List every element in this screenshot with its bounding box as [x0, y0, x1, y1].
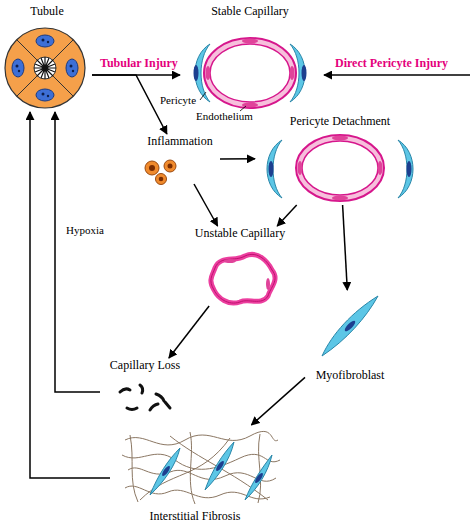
fibrosis-illustration: [245, 455, 272, 500]
stable-capillary-illustration: [302, 65, 307, 81]
inflammatory-cells: [164, 160, 176, 172]
capillary-node: Pericyte Detachment: [255, 112, 425, 205]
node-label: Stable Capillary: [180, 4, 320, 18]
unstable-capillary-illustration: [211, 254, 275, 303]
tubule-illustration: [66, 59, 78, 77]
fibrosis-illustration: [205, 442, 234, 490]
unstable-capillary-illustration: [211, 254, 275, 303]
fibrosis-node: Interstitial Fibrosis: [110, 425, 280, 525]
unstable-capillary-illustration: [211, 254, 275, 303]
fibrosis-illustration: [215, 460, 225, 472]
capillary-node: Unstable Capillary: [190, 226, 290, 306]
flow-arrow: [343, 205, 348, 290]
pericyte-detachment-illustration: [298, 161, 303, 175]
flow-arrow: [194, 184, 218, 226]
pericyte-detachment-illustration: [296, 135, 384, 201]
node-label: Pericyte Detachment: [255, 114, 425, 128]
stable-capillary-illustration: [290, 66, 295, 80]
myofibroblast-illustration: [322, 296, 378, 356]
capillary-loss-node: Capillary Loss: [100, 358, 190, 420]
fibrosis-illustration: [122, 431, 280, 504]
tubule-illustration: [42, 39, 45, 42]
tubule-illustration: [70, 65, 73, 68]
capillary-fragments: [120, 385, 170, 410]
node-label: Unstable Capillary: [190, 226, 290, 240]
pericyte-detachment-illustration: [269, 161, 274, 177]
inflammatory-cells: [159, 177, 164, 182]
flow-arrow: [277, 205, 297, 226]
tubule-illustration: [5, 28, 85, 108]
inflammatory-cells: [145, 160, 176, 185]
inflammation-node: Inflammation: [140, 134, 220, 184]
tubule-illustration: [5, 28, 85, 108]
inflammatory-cells: [156, 174, 167, 185]
stable-capillary-illustration: [194, 38, 307, 108]
tubule-illustration: [47, 41, 49, 43]
fibrosis-illustration: [122, 431, 280, 504]
pericyte-detachment-illustration: [407, 161, 412, 177]
tubule-illustration: [12, 59, 24, 77]
tubule-illustration: [34, 57, 56, 79]
pericyte-detachment-illustration: [302, 141, 378, 195]
leader-line: [200, 92, 246, 111]
unstable-capillary-illustration: [266, 278, 270, 290]
stable-capillary-illustration: [210, 44, 290, 102]
tubule-illustration: [42, 93, 45, 96]
capillary-node: Stable Capillary: [180, 2, 320, 122]
stable-capillary-illustration: [242, 39, 258, 44]
myofibroblast-node: Myofibroblast: [305, 290, 395, 385]
flow-arrow: [169, 306, 209, 358]
fibrosis-illustration: [161, 465, 171, 477]
node-label: Tubule: [2, 4, 92, 18]
flow-arrow: [55, 112, 100, 392]
inflammatory-cells: [149, 165, 155, 171]
fibrosis-illustration: [150, 448, 180, 495]
pericyte-detachment-illustration: [332, 136, 348, 141]
inflammatory-cells: [145, 161, 159, 175]
tubule-illustration: [17, 40, 73, 96]
capillary-fragments: [120, 385, 170, 410]
unstable-capillary-illustration: [224, 259, 236, 263]
process-label: Hypoxia: [66, 224, 104, 237]
myofibroblast-illustration: [322, 296, 378, 356]
tubule-illustration: [34, 57, 56, 79]
fibrosis-illustration: [254, 472, 264, 484]
flow-arrow: [251, 377, 305, 425]
injury-arrow: [324, 74, 470, 76]
tubule-illustration: [18, 70, 20, 72]
myofibroblast-illustration: [343, 319, 356, 332]
pericyte-detachment-illustration: [398, 140, 413, 198]
part-label: Endothelium: [196, 110, 253, 123]
node-label: Inflammation: [140, 134, 220, 148]
tubule-illustration: [47, 95, 49, 97]
tubule-node: Tubule: [2, 2, 92, 112]
leader-line: [200, 92, 206, 100]
tubule-illustration: [36, 89, 54, 101]
pericyte-detachment-illustration: [332, 196, 348, 201]
edge-label: Tubular Injury: [100, 56, 178, 70]
flow-arrow: [30, 112, 110, 478]
pericyte-detachment-illustration: [267, 140, 282, 198]
node-label: Myofibroblast: [305, 368, 395, 382]
part-label: Pericyte: [160, 94, 196, 107]
stable-capillary-illustration: [206, 66, 211, 80]
flow-arrow: [92, 75, 167, 134]
node-label: Interstitial Fibrosis: [110, 509, 280, 523]
tubule-illustration: [72, 70, 74, 72]
tubule-illustration: [16, 65, 19, 68]
stable-capillary-illustration: [242, 103, 258, 108]
stable-capillary-illustration: [194, 65, 199, 81]
stable-capillary-illustration: [204, 38, 296, 108]
injury-label: Direct Pericyte Injury: [335, 56, 448, 70]
injury-arrow: [324, 75, 470, 76]
pericyte-detachment-illustration: [267, 135, 413, 201]
node-label: Capillary Loss: [100, 358, 190, 372]
pericyte-detachment-illustration: [378, 161, 383, 175]
flow-arrow: [220, 158, 255, 160]
inflammatory-cells: [168, 164, 173, 169]
tubule-illustration: [36, 35, 54, 47]
